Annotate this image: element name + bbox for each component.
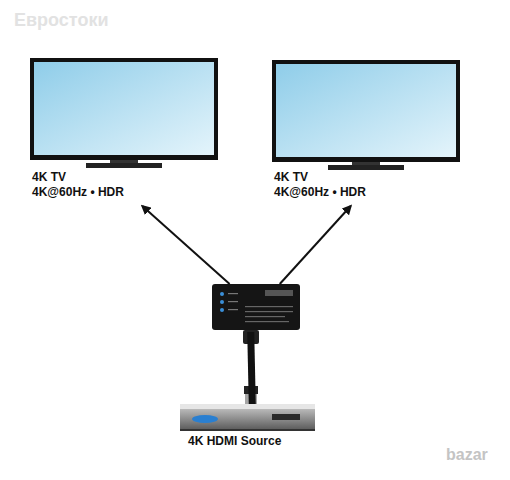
hdmi-cable	[251, 332, 253, 404]
device-name: 4K TV	[274, 170, 464, 185]
logo-watermark: bazar	[446, 446, 488, 464]
tv-right	[272, 60, 460, 170]
tv-node: 4K TV4K@60Hz • HDR	[272, 60, 464, 204]
device-spec: 4K@60Hz • HDR	[274, 185, 464, 200]
tv-node: 4K TV4K@60Hz • HDR	[30, 58, 222, 204]
device-name: 4K TV	[32, 170, 222, 185]
tv-left	[30, 58, 218, 168]
signal-arrow	[142, 206, 229, 284]
source-node: 4K HDMI Source	[180, 404, 319, 453]
hdmi-splitter	[212, 284, 300, 330]
splitter-node	[212, 284, 300, 330]
hdmi-cable-ends	[243, 330, 259, 405]
device-spec: 4K@60Hz • HDR	[32, 185, 222, 200]
watermark: Евростоки	[14, 10, 108, 31]
signal-arrow	[280, 206, 351, 284]
device-name: 4K HDMI Source	[188, 434, 319, 449]
bluray-player	[180, 404, 315, 431]
